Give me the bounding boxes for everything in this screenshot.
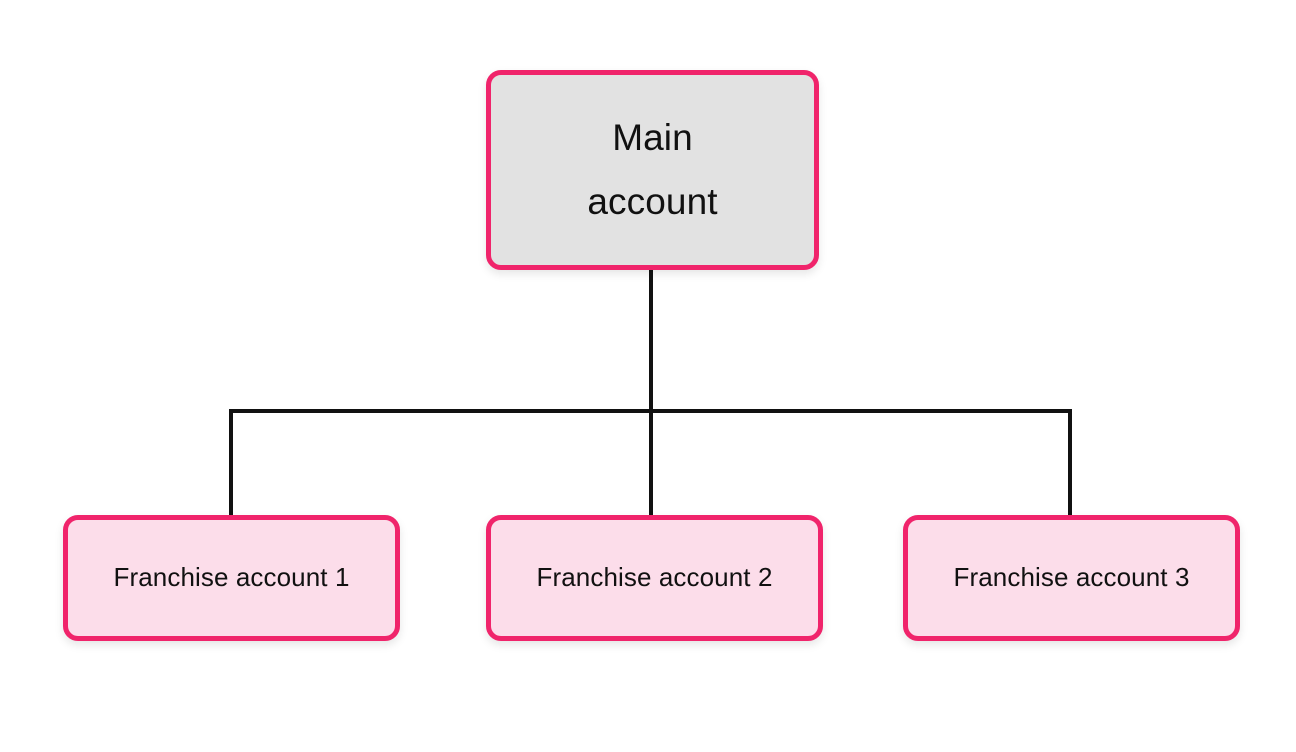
node-franchise-account-1[interactable]: Franchise account 1: [63, 515, 400, 641]
node-main-account-label: Main account: [587, 117, 718, 222]
node-franchise-account-2-label: Franchise account 2: [536, 562, 773, 593]
node-franchise-account-2[interactable]: Franchise account 2: [486, 515, 823, 641]
node-franchise-account-3[interactable]: Franchise account 3: [903, 515, 1240, 641]
node-main-account[interactable]: Main account: [486, 70, 819, 270]
node-franchise-account-1-label: Franchise account 1: [113, 562, 350, 593]
node-franchise-account-3-label: Franchise account 3: [953, 562, 1190, 593]
